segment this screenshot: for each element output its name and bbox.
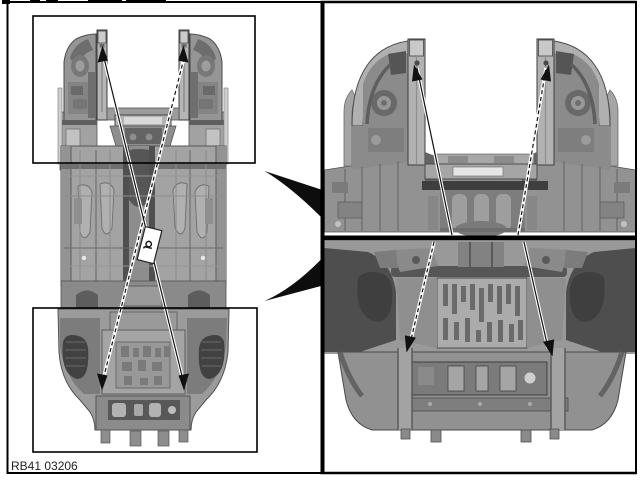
svg-text:RB41 03206: RB41 03206 <box>11 459 78 473</box>
